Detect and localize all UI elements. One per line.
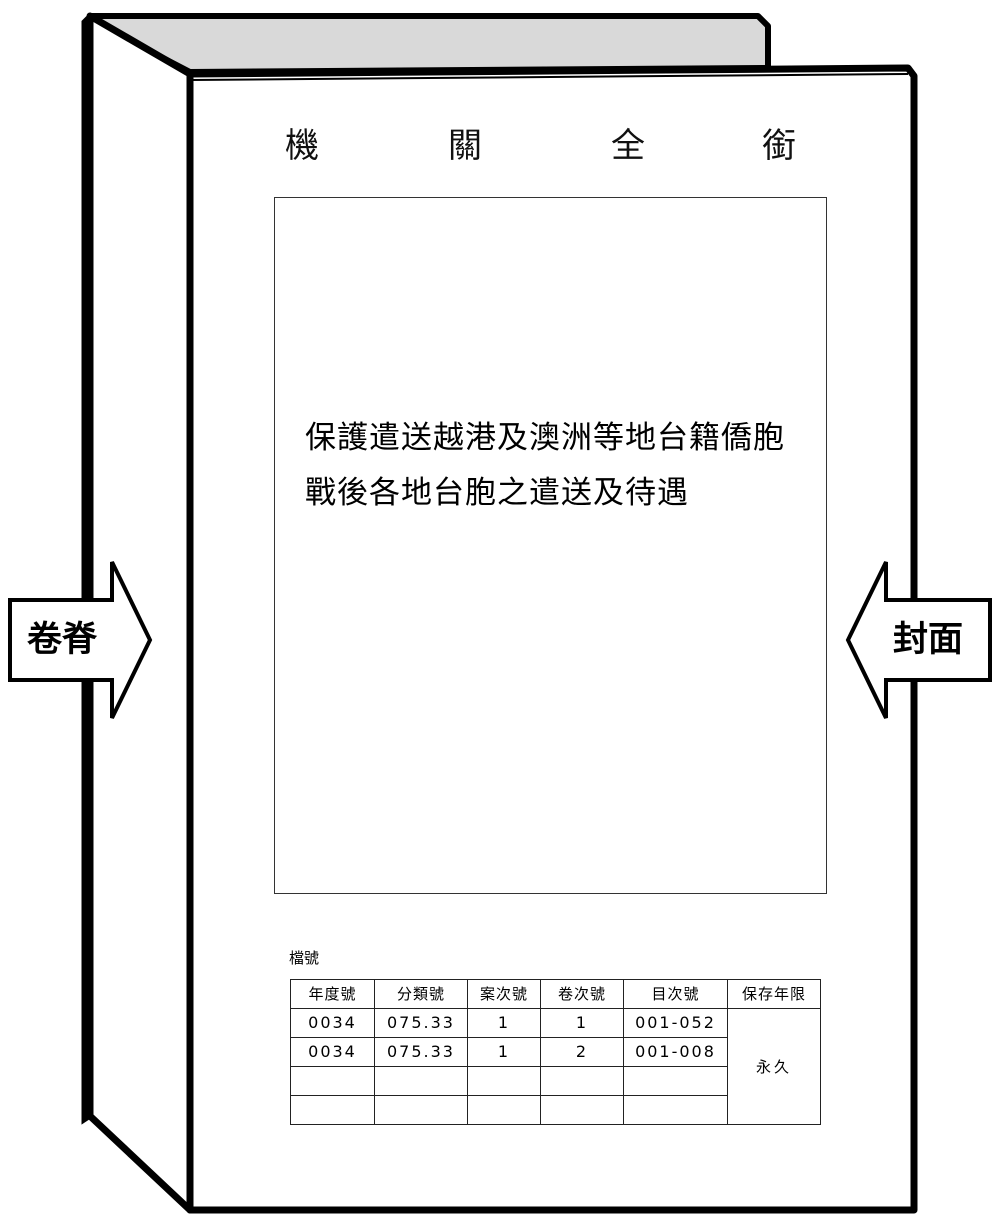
table-cell — [467, 1095, 541, 1125]
agency-header-char: 關 — [448, 126, 482, 166]
table-cell — [623, 1066, 728, 1096]
table-cell — [540, 1095, 624, 1125]
spine-arrow — [8, 561, 153, 719]
table-cell: 001-008 — [623, 1037, 728, 1067]
title-box — [274, 197, 827, 894]
table-cell: 2 — [540, 1037, 624, 1067]
table-row: 0034 075.33 1 2 001-008 — [290, 1037, 821, 1067]
retention-cell: 永久 — [727, 1008, 821, 1125]
folder-cover-bevel — [189, 73, 909, 81]
table-cell: 0034 — [290, 1008, 375, 1038]
folder-top-edge — [87, 13, 771, 75]
folder-spine-edge — [81, 14, 92, 1125]
table-cell: 1 — [540, 1008, 624, 1038]
table-header-cell: 保存年限 — [727, 979, 821, 1009]
table-row: 0034 075.33 1 1 001-052 永久 — [290, 1008, 821, 1125]
catalog-table: 年度號 分類號 案次號 卷次號 目次號 保存年限 0034 075.33 1 1… — [290, 979, 821, 1125]
table-cell — [540, 1066, 624, 1096]
table-header-cell: 年度號 — [290, 979, 375, 1009]
table-cell — [467, 1066, 541, 1096]
table-header-cell: 案次號 — [467, 979, 541, 1009]
table-cell: 1 — [467, 1037, 541, 1067]
spine-label: 卷脊 — [27, 620, 98, 660]
table-cell: 0034 — [290, 1037, 375, 1067]
agency-header-char: 機 — [285, 126, 319, 166]
agency-header-char: 銜 — [762, 126, 796, 166]
table-cell: 075.33 — [374, 1037, 468, 1067]
table-cell — [623, 1095, 728, 1125]
title-line-1: 保護遣送越港及澳洲等地台籍僑胞 — [305, 420, 785, 456]
table-row — [290, 1066, 821, 1096]
table-row — [290, 1095, 821, 1125]
table-cell — [290, 1066, 375, 1096]
title-line-2: 戰後各地台胞之遣送及待遇 — [305, 475, 689, 511]
table-cell — [374, 1066, 468, 1096]
table-header-cell: 目次號 — [623, 979, 728, 1009]
table-header-cell: 卷次號 — [540, 979, 624, 1009]
cover-arrow — [845, 561, 992, 719]
agency-header-char: 全 — [611, 126, 645, 166]
table-cell: 001-052 — [623, 1008, 728, 1038]
table-cell: 1 — [467, 1008, 541, 1038]
file-number-label: 檔號 — [289, 949, 320, 967]
table-cell — [374, 1095, 468, 1125]
table-header-cell: 分類號 — [374, 979, 468, 1009]
cover-label: 封面 — [893, 620, 964, 660]
table-cell: 075.33 — [374, 1008, 468, 1038]
table-cell — [290, 1095, 375, 1125]
table-header-row: 年度號 分類號 案次號 卷次號 目次號 保存年限 — [290, 979, 821, 1009]
